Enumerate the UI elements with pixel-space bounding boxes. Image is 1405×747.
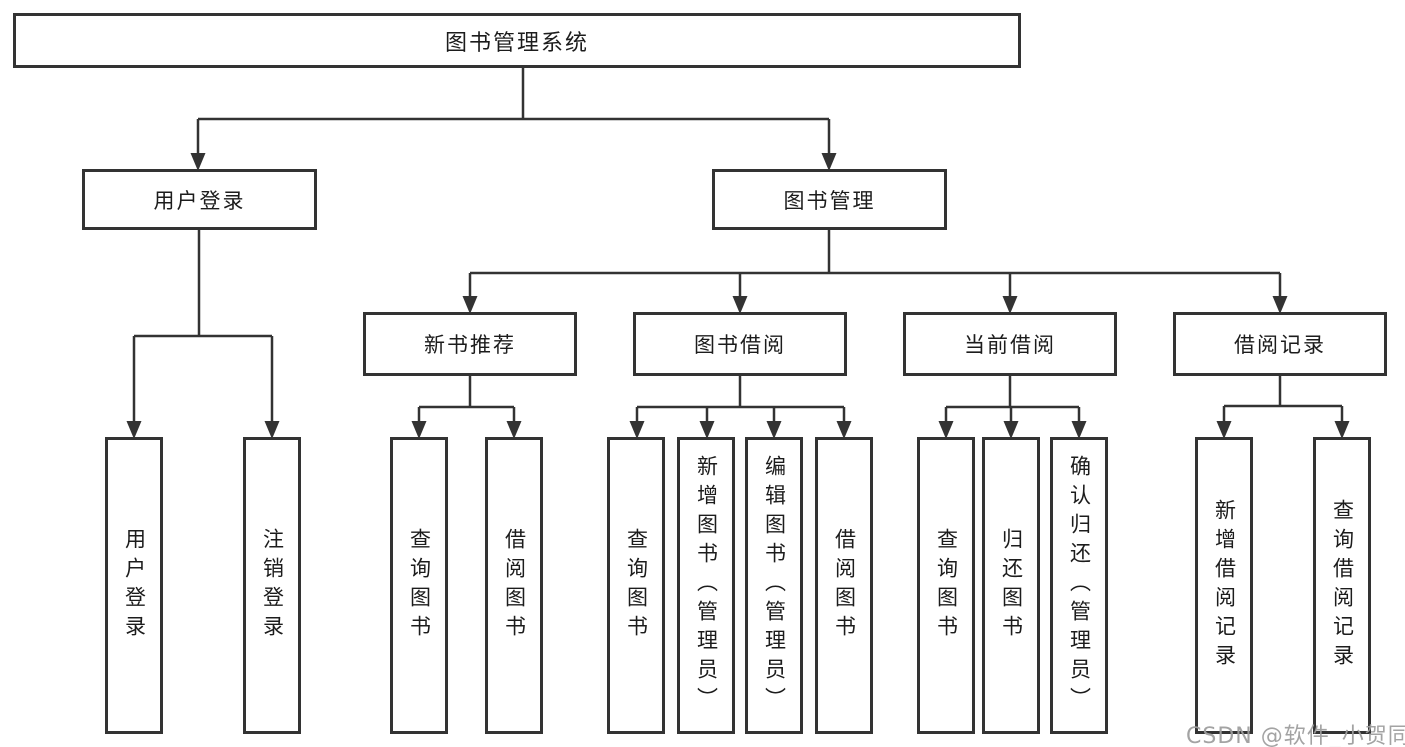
csdn-watermark: CSDN @软件_小贺同学 <box>1186 724 1405 747</box>
leaf-user-login-label: 用户登录 <box>122 527 147 644</box>
node-user-login-label: 用户登录 <box>153 188 246 213</box>
leaf-confirm-return-admin-label: 确认归还（管理员） <box>1067 455 1092 716</box>
node-book-management-label: 图书管理 <box>783 188 876 213</box>
leaf-add-borrow-record-label: 新增借阅记录 <box>1212 498 1237 673</box>
leaf-query-books-recommend: 查询图书 <box>390 437 448 734</box>
leaf-query-borrow-record-label: 查询借阅记录 <box>1330 498 1355 673</box>
node-user-login: 用户登录 <box>82 169 317 230</box>
node-book-borrowing-label: 图书借阅 <box>694 333 786 357</box>
node-current-borrowing-label: 当前借阅 <box>964 333 1056 357</box>
leaf-logout-login-label: 注销登录 <box>260 527 285 644</box>
node-current-borrowing: 当前借阅 <box>903 312 1117 376</box>
leaf-logout-login: 注销登录 <box>243 437 301 734</box>
node-new-book-recommendation: 新书推荐 <box>363 312 577 376</box>
leaf-add-books-admin-label: 新增图书（管理员） <box>694 455 719 716</box>
leaf-borrow-books-label: 借阅图书 <box>832 527 857 644</box>
leaf-query-books-borrowing: 查询图书 <box>607 437 665 734</box>
node-new-book-recommendation-label: 新书推荐 <box>424 333 516 357</box>
leaf-user-login: 用户登录 <box>105 437 163 734</box>
leaf-borrow-books-recommend-label: 借阅图书 <box>502 527 527 644</box>
leaf-borrow-books-recommend: 借阅图书 <box>485 437 543 734</box>
leaf-return-books: 归还图书 <box>982 437 1040 734</box>
leaf-edit-books-admin: 编辑图书（管理员） <box>745 437 803 734</box>
node-borrowing-records-label: 借阅记录 <box>1234 333 1326 357</box>
leaf-query-books-recommend-label: 查询图书 <box>407 527 432 644</box>
leaf-query-books-borrowing-label: 查询图书 <box>624 527 649 644</box>
leaf-add-books-admin: 新增图书（管理员） <box>677 437 735 734</box>
leaf-query-books-current: 查询图书 <box>917 437 975 734</box>
node-root: 图书管理系统 <box>13 13 1021 68</box>
leaf-edit-books-admin-label: 编辑图书（管理员） <box>762 455 787 716</box>
node-book-management: 图书管理 <box>712 169 947 230</box>
leaf-confirm-return-admin: 确认归还（管理员） <box>1050 437 1108 734</box>
leaf-add-borrow-record: 新增借阅记录 <box>1195 437 1253 734</box>
leaf-borrow-books: 借阅图书 <box>815 437 873 734</box>
node-book-borrowing: 图书借阅 <box>633 312 847 376</box>
node-borrowing-records: 借阅记录 <box>1173 312 1387 376</box>
leaf-query-borrow-record: 查询借阅记录 <box>1313 437 1371 734</box>
node-root-label: 图书管理系统 <box>444 30 589 56</box>
leaf-query-books-current-label: 查询图书 <box>934 527 959 644</box>
leaf-return-books-label: 归还图书 <box>999 527 1024 644</box>
